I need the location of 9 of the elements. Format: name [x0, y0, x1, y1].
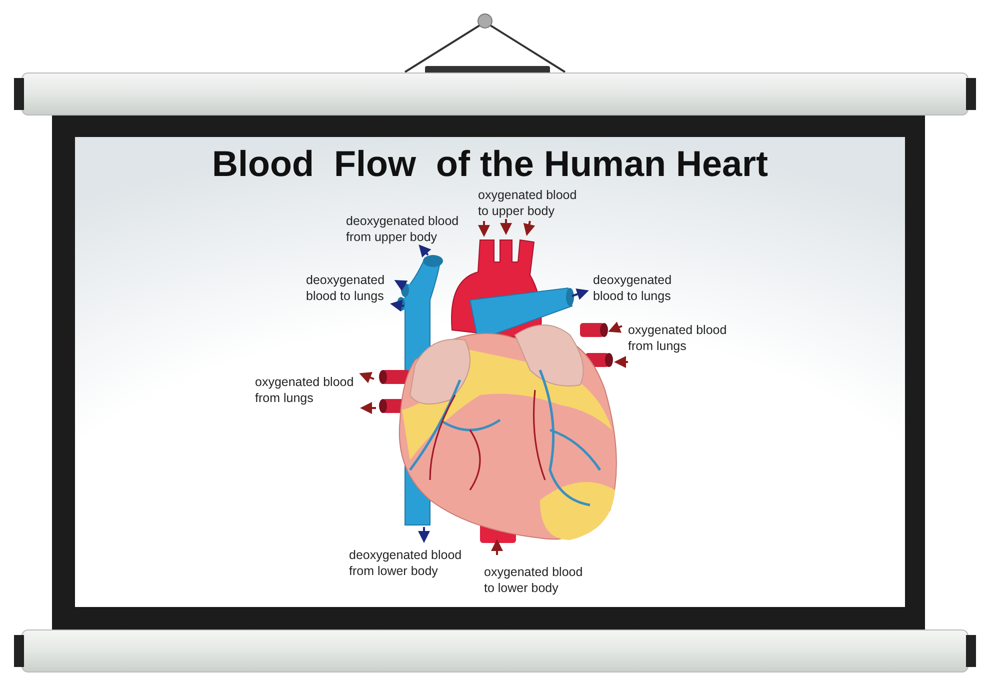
- flow-label: oxygenated blood to lower body: [484, 564, 584, 596]
- title: Blood Flow of the Human Heart: [211, 143, 769, 185]
- flow-label: oxygenated blood to upper body: [478, 187, 578, 219]
- flow-label: deoxygenated blood to lungs: [306, 272, 386, 304]
- flow-label: oxygenated blood from lungs: [255, 374, 355, 406]
- flow-label: deoxygenated blood from lower body: [349, 547, 463, 579]
- flow-label: deoxygenated blood to lungs: [593, 272, 673, 304]
- flow-label: deoxygenated blood from upper body: [346, 213, 460, 245]
- flow-label: oxygenated blood from lungs: [628, 322, 728, 354]
